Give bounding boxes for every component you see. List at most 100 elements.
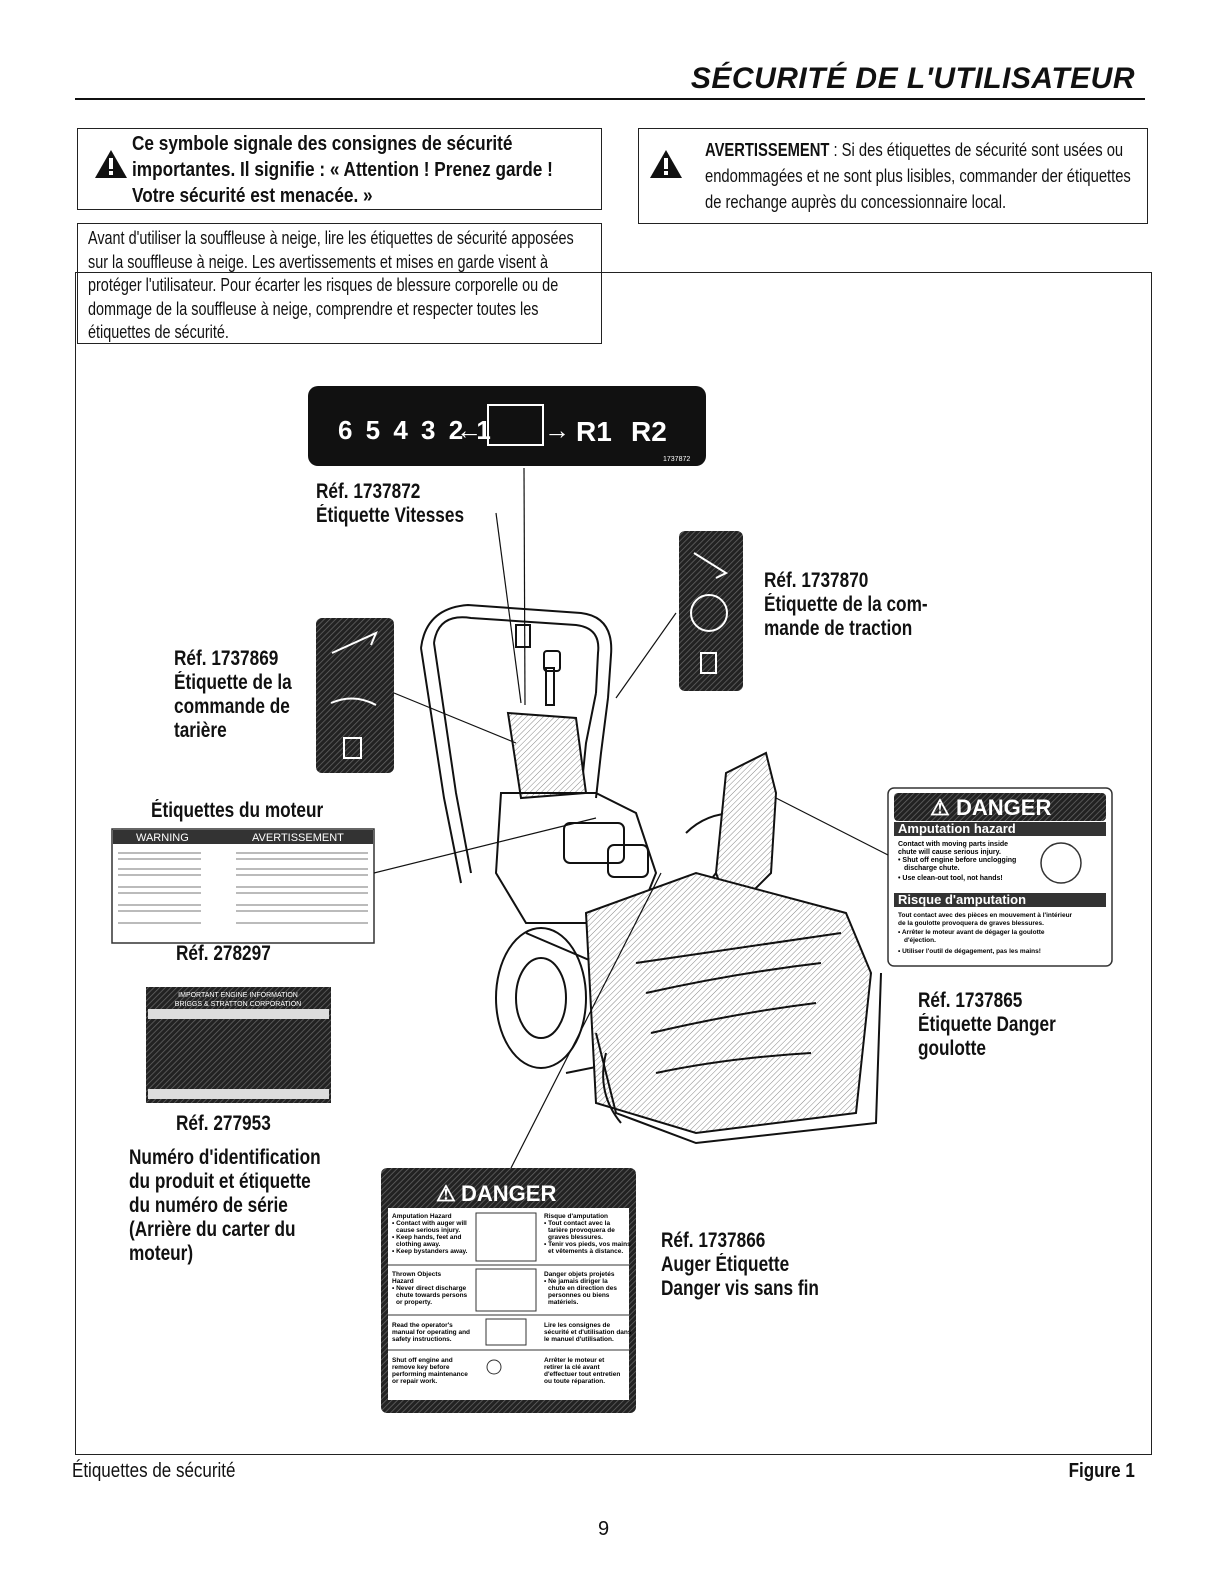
auger-r2-fr-3: chute en direction des [548, 1285, 617, 1292]
label-ref-1737865: Réf. 1737865 [918, 989, 1023, 1012]
warning-triangle-icon [650, 150, 682, 178]
speed-r1: R1 [576, 416, 612, 447]
auger-r1-fr-4: graves blessures. [548, 1234, 603, 1241]
chute-fr-heading: Risque d'amputation [898, 892, 1026, 907]
warning-keyword: AVERTISSEMENT [705, 140, 830, 160]
engine-decal-warning: WARNING [136, 832, 189, 844]
auger-danger-title: DANGER [461, 1181, 556, 1206]
label-name-1737865-2: goulotte [918, 1037, 986, 1060]
auger-icon [330, 697, 377, 706]
label-ref-1737869: Réf. 1737869 [174, 647, 279, 670]
auger-r2-en-5: or property. [396, 1299, 432, 1306]
figure-caption: Étiquettes de sécurité [72, 1460, 236, 1482]
label-ref-1737872: Réf. 1737872 [316, 480, 421, 503]
auger-r1-fr-6: et vêtements à distance. [548, 1248, 623, 1255]
label-name-1737865-1: Étiquette Danger [918, 1013, 1056, 1036]
label-name-1737866-1: Auger Étiquette [661, 1253, 790, 1276]
auger-r1-en-4: • Keep hands, feet and [392, 1234, 461, 1241]
label-name-1737872: Étiquette Vitesses [316, 504, 465, 527]
auger-control-decal [316, 618, 394, 773]
chute-en-l2: chute will cause serious injury. [898, 849, 1001, 856]
label-ref-278297: Réf. 278297 [176, 942, 271, 965]
arrow-down-icon [343, 737, 362, 759]
label-name-1737869-2: commande de [174, 695, 290, 718]
auger-r3-en-2: manual for operating and [392, 1329, 470, 1336]
leader-lines [373, 467, 889, 1169]
auger-r4-en-4: or repair work. [392, 1378, 437, 1385]
arrow-down-icon [700, 652, 717, 674]
auger-r4-fr-3: d'effectuer tout entretien [544, 1371, 620, 1378]
arrow-right-icon: → [544, 415, 570, 445]
label-name-277953-5: moteur) [129, 1242, 194, 1265]
label-name-1737870-1: Étiquette de la com- [764, 593, 928, 616]
chute-fr-l4: d'éjection. [904, 937, 936, 944]
label-name-1737866-2: Danger vis sans fin [661, 1277, 819, 1300]
label-ref-1737870: Réf. 1737870 [764, 569, 869, 592]
figure-frame: 6 5 4 3 2 1 ← → R1 R2 1737872 WARNING [75, 272, 1152, 1455]
engine-id-decal: IMPORTANT ENGINE INFORMATION BRIGGS & ST… [146, 987, 331, 1103]
auger-r1-en-5: clothing away. [396, 1241, 440, 1248]
auger-hazard-icon [475, 1212, 537, 1262]
header-rule [75, 98, 1145, 100]
auger-r2-fr-4: personnes ou biens [548, 1292, 610, 1299]
gearbox-icon [487, 404, 544, 446]
warning-triangle-icon: ⚠ [436, 1181, 456, 1206]
label-name-277953-4: (Arrière du carter du [129, 1218, 296, 1241]
auger-r3-en-3: safety instructions. [392, 1336, 452, 1343]
engine-warning-decal: WARNING AVERTISSEMENT [111, 828, 375, 944]
traction-control-decal [679, 531, 743, 691]
speed-r2: R2 [631, 416, 667, 447]
auger-r1-en-2: • Contact with auger will [392, 1220, 467, 1227]
thrown-objects-icon [475, 1268, 537, 1312]
key-icon [486, 1359, 502, 1375]
arrow-left-icon: ← [456, 415, 482, 445]
chute-en-heading: Amputation hazard [898, 821, 1016, 836]
auger-r3-fr-3: le manuel d'utilisation. [544, 1336, 614, 1343]
auger-r3-fr-1: Lire les consignes de [544, 1322, 610, 1329]
safety-symbol-text: Ce symbole signale des consignes de sécu… [132, 133, 553, 207]
id-decal-title-2: BRIGGS & STRATTON CORPORATION [175, 1001, 301, 1008]
auger-danger-decal: ⚠ DANGER Amputation Hazard • Contact wit… [381, 1168, 636, 1413]
auger-r4-fr-4: ou toute réparation. [544, 1378, 605, 1385]
auger-r1-fr-5: • Tenir vos pieds, vos mains [544, 1241, 631, 1248]
auger-r3-fr-2: sécurité et d'utilisation dans [544, 1329, 632, 1336]
auger-r4-en-3: performing maintenance [392, 1371, 468, 1378]
page-number: 9 [598, 1518, 610, 1540]
auger-r1-fr-1: Risque d'amputation [544, 1213, 608, 1220]
label-engine-labels: Étiquettes du moteur [151, 799, 324, 822]
lever-icon [693, 552, 729, 579]
auger-r2-fr-5: matériels. [548, 1299, 579, 1306]
label-name-277953-2: du produit et étiquette [129, 1170, 311, 1193]
chute-en-l4: discharge chute. [904, 865, 960, 872]
auger-r1-fr-2: • Tout contact avec la [544, 1220, 610, 1227]
intro-text: Avant d'utiliser la souffleuse à neige, … [88, 228, 574, 342]
manual-book-icon [485, 1318, 527, 1346]
speed-decal-code: 1737872 [663, 456, 690, 463]
label-ref-1737866: Réf. 1737866 [661, 1229, 766, 1252]
auger-r1-en-3: cause serious injury. [396, 1227, 460, 1234]
snowblower-drawing [420, 603, 882, 1145]
warning-triangle-icon: ⚠ [930, 795, 950, 820]
warning-text: AVERTISSEMENT : Si des étiquettes de séc… [705, 137, 1148, 215]
chute-danger-decal: ⚠ DANGER Amputation hazard Contact with … [887, 787, 1113, 967]
hand-in-chute-icon [1040, 842, 1082, 884]
auger-r2-en-4: chute towards persons [396, 1292, 468, 1299]
label-name-1737870-2: mande de traction [764, 617, 913, 640]
auger-r4-fr-1: Arrêter le moteur et [544, 1357, 605, 1364]
chute-fr-l3: • Arrêter le moteur avant de dégager la … [898, 929, 1045, 936]
safety-labels-figure: 6 5 4 3 2 1 ← → R1 R2 1737872 WARNING [111, 386, 1113, 1413]
auger-r2-fr-2: • Ne jamais diriger la [544, 1278, 608, 1285]
safety-symbol-box: Ce symbole signale des consignes de sécu… [77, 128, 602, 210]
label-name-277953-1: Numéro d'identification [129, 1146, 321, 1169]
warning-box: AVERTISSEMENT : Si des étiquettes de séc… [638, 128, 1148, 224]
auger-r4-en-1: Shut off engine and [392, 1357, 453, 1364]
warning-triangle-icon [95, 150, 127, 178]
warning-body: : Si des étiquettes de sécurité sont usé… [705, 140, 1131, 212]
auger-r4-en-2: remove key before [392, 1364, 450, 1371]
label-name-1737869-1: Étiquette de la [174, 671, 292, 694]
page-header-title: SÉCURITÉ DE L'UTILISATEUR [690, 62, 1135, 95]
speed-digits: 6 5 4 3 2 1 [338, 415, 494, 445]
chute-fr-l1: Tout contact avec des pièces en mouvemen… [898, 912, 1073, 919]
auger-r3-en-1: Read the operator's [392, 1322, 453, 1329]
chute-en-l5: • Use clean-out tool, not hands! [898, 875, 1003, 882]
